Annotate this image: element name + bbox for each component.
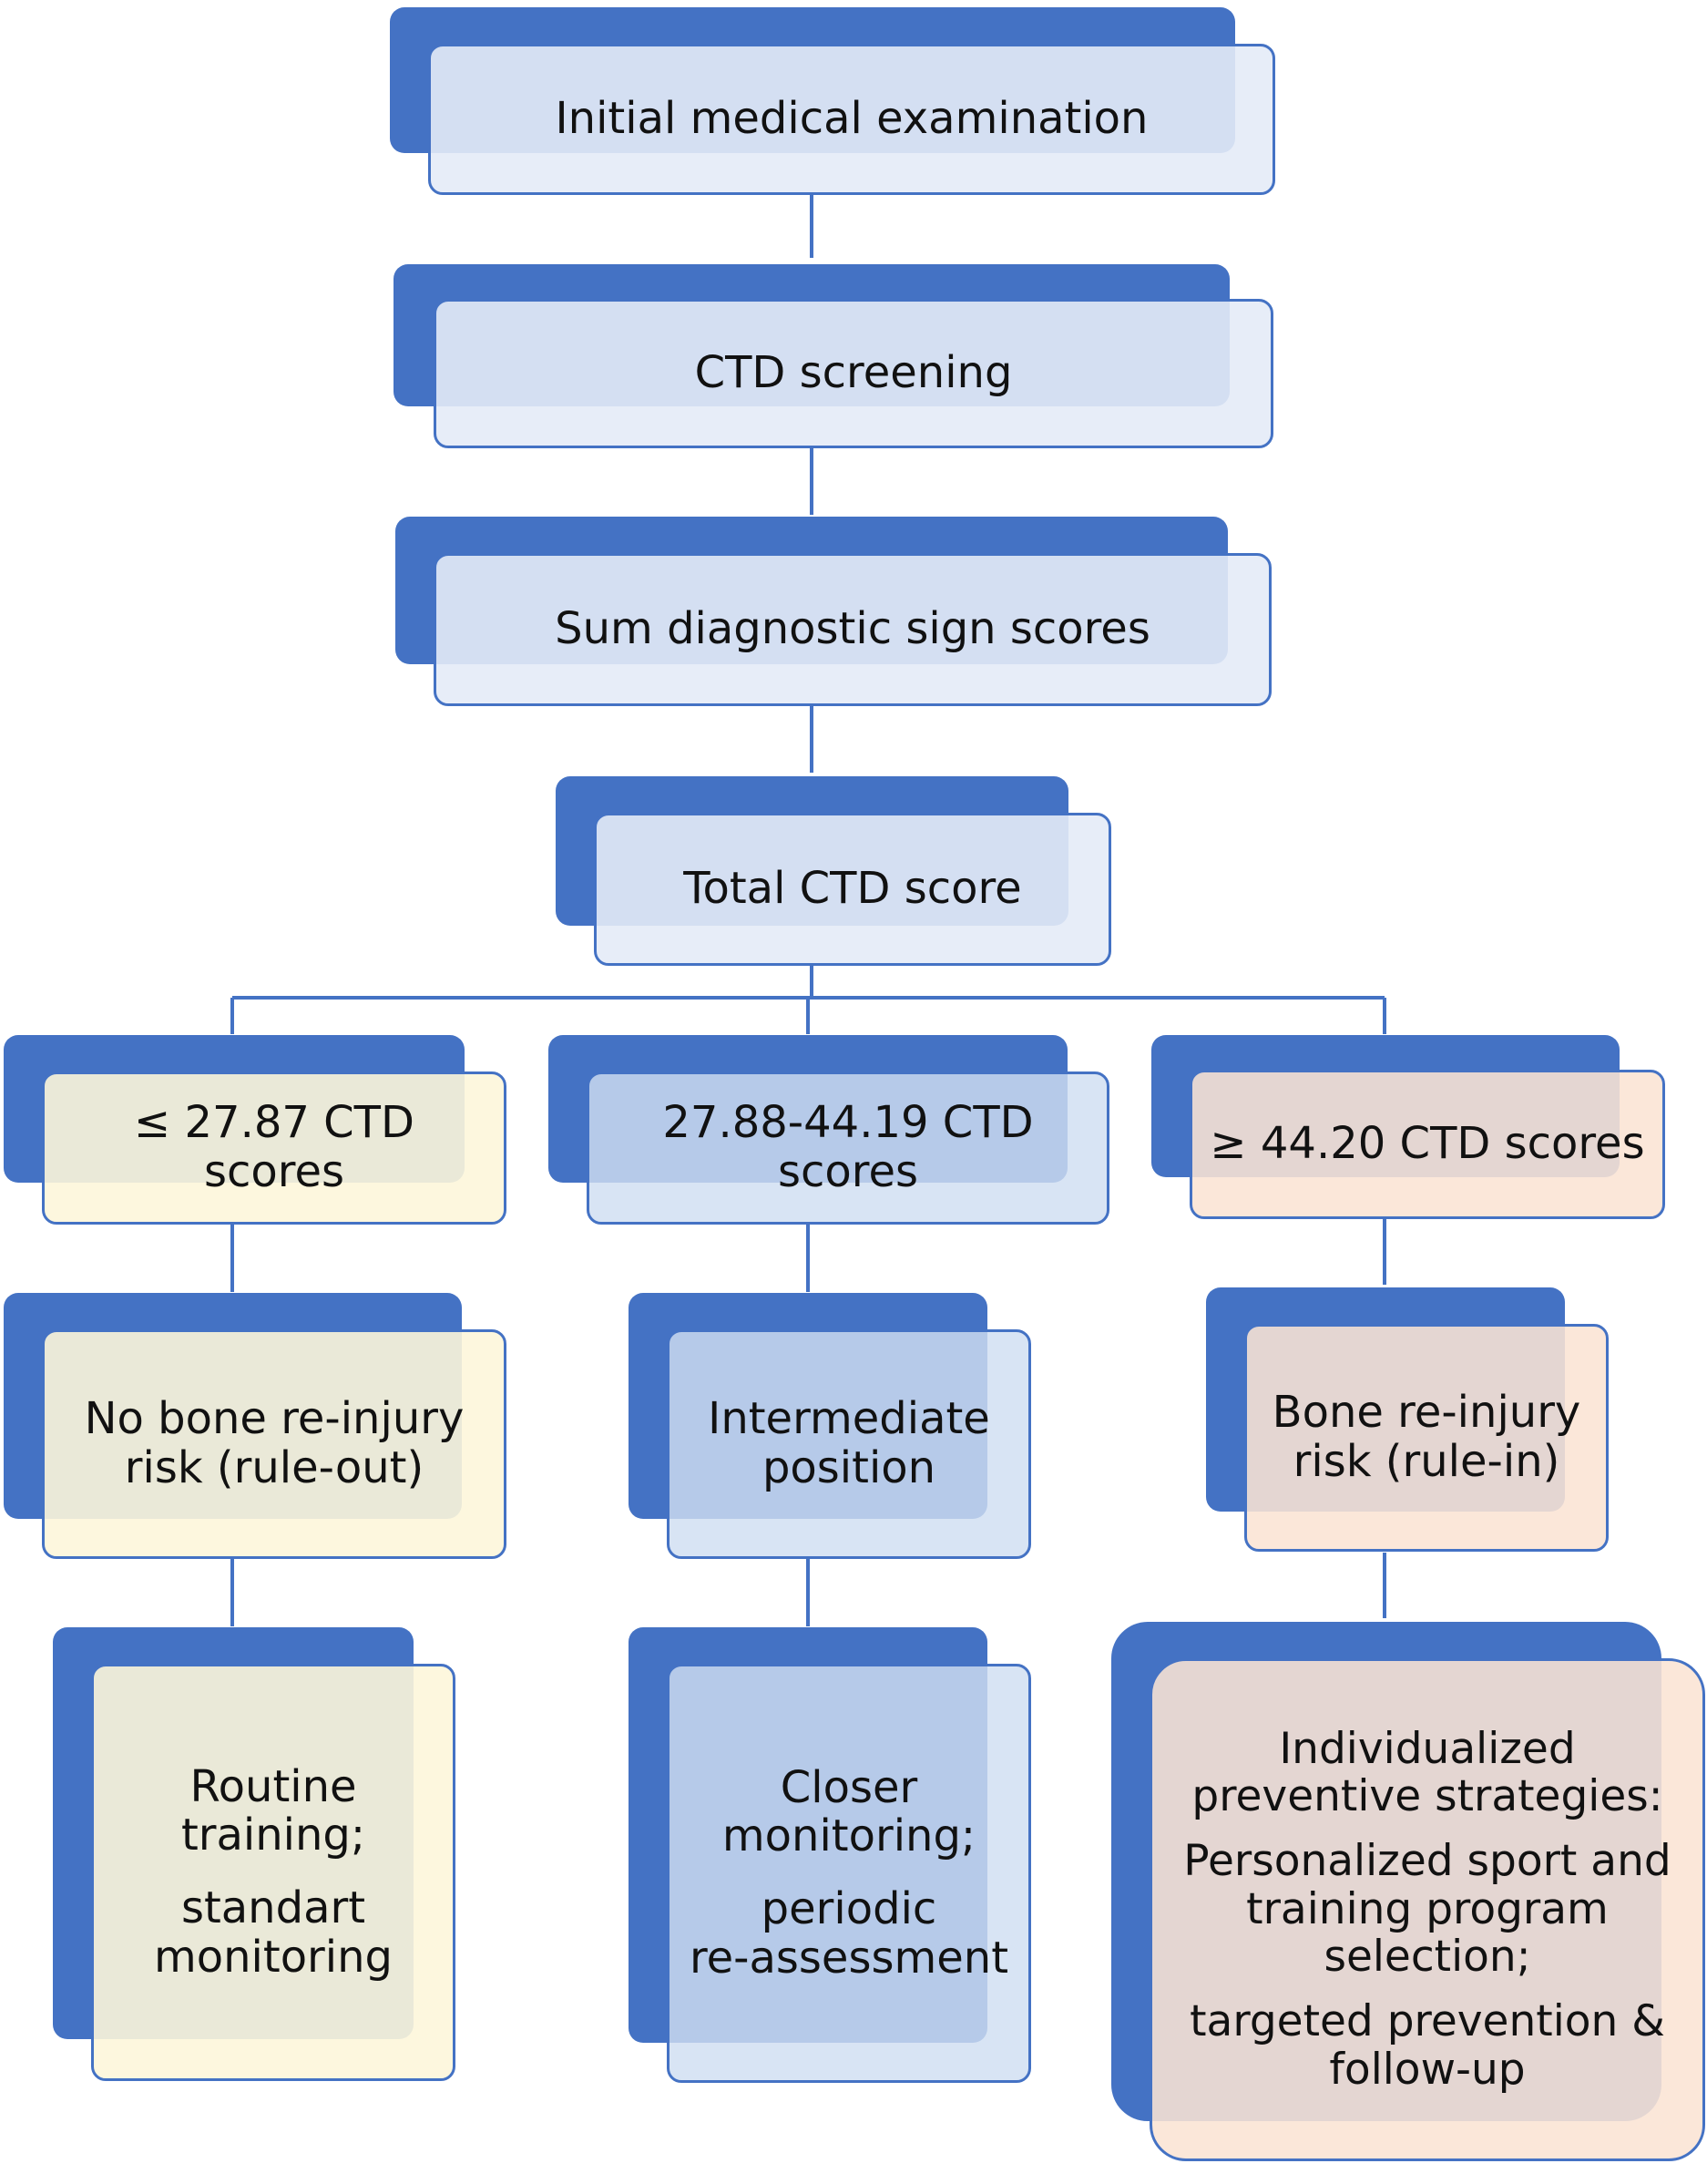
node-initial-exam: Initial medical examination	[390, 7, 1275, 195]
node-high-outcome-box: Bone re-injury risk (rule-in)	[1244, 1324, 1609, 1552]
node-low-outcome-line2: risk (rule-out)	[124, 1442, 424, 1493]
node-mid-outcome: Intermediate position	[629, 1293, 1031, 1559]
node-mid-threshold: 27.88-44.19 CTD scores	[548, 1035, 1109, 1226]
node-mid-action: Closer monitoring; periodic re-assessmen…	[629, 1627, 1031, 2085]
node-low-outcome-line1: No bone re-injury	[84, 1393, 465, 1445]
node-high-outcome: Bone re-injury risk (rule-in)	[1206, 1287, 1609, 1552]
node-high-action: Individualized preventive strategies: Pe…	[1111, 1622, 1705, 2161]
node-low-threshold: ≤ 27.87 CTD scores	[4, 1035, 506, 1226]
node-low-threshold-label: ≤ 27.87 CTD scores	[42, 1071, 506, 1225]
node-low-outcome-box: No bone re-injury risk (rule-out)	[42, 1329, 506, 1559]
node-low-action: Routine training; standart monitoring	[53, 1627, 457, 2083]
node-low-outcome: No bone re-injury risk (rule-out)	[4, 1293, 506, 1559]
node-high-outcome-line1: Bone re-injury	[1272, 1387, 1581, 1439]
node-high-action-line5: selection;	[1324, 1932, 1531, 1983]
node-high-action-box: Individualized preventive strategies: Pe…	[1150, 1658, 1705, 2161]
node-mid-action-box: Closer monitoring; periodic re-assessmen…	[667, 1664, 1031, 2083]
node-high-action-line3: Personalized sport and	[1183, 1836, 1671, 1887]
node-ctd-screening: CTD screening	[394, 264, 1273, 448]
node-mid-outcome-line2: position	[762, 1442, 936, 1493]
node-high-action-line4: training program	[1246, 1883, 1609, 1934]
node-sum-scores-label: Sum diagnostic sign scores	[434, 553, 1272, 706]
node-high-action-line1: Individualized	[1279, 1723, 1576, 1774]
node-low-action-box: Routine training; standart monitoring	[91, 1664, 455, 2081]
node-mid-outcome-line1: Intermediate	[708, 1393, 990, 1445]
node-total-score: Total CTD score	[556, 776, 1111, 966]
node-low-action-line4: monitoring	[153, 1931, 394, 1983]
node-high-outcome-line2: risk (rule-in)	[1293, 1436, 1560, 1487]
node-mid-action-line3: periodic	[761, 1883, 937, 1934]
node-high-threshold-label: ≥ 44.20 CTD scores	[1190, 1070, 1665, 1219]
node-low-action-line1: Routine	[189, 1760, 357, 1812]
node-initial-exam-label: Initial medical examination	[428, 44, 1275, 195]
node-ctd-screening-label: CTD screening	[434, 299, 1273, 448]
node-high-action-line6: targeted prevention &	[1190, 1995, 1665, 2046]
node-high-action-line2: preventive strategies:	[1191, 1771, 1663, 1822]
node-low-action-line3: standart	[180, 1882, 366, 1933]
node-mid-threshold-label: 27.88-44.19 CTD scores	[587, 1071, 1109, 1225]
node-high-action-line7: follow-up	[1329, 2044, 1526, 2095]
node-sum-scores: Sum diagnostic sign scores	[395, 517, 1272, 706]
node-high-threshold: ≥ 44.20 CTD scores	[1151, 1035, 1665, 1219]
node-mid-action-line1: Closer	[780, 1761, 918, 1813]
node-low-action-line2: training;	[180, 1810, 366, 1861]
node-total-score-label: Total CTD score	[594, 813, 1111, 966]
node-mid-outcome-box: Intermediate position	[667, 1329, 1031, 1559]
node-mid-action-line2: monitoring;	[721, 1810, 976, 1862]
node-mid-action-line4: re-assessment	[689, 1932, 1009, 1984]
